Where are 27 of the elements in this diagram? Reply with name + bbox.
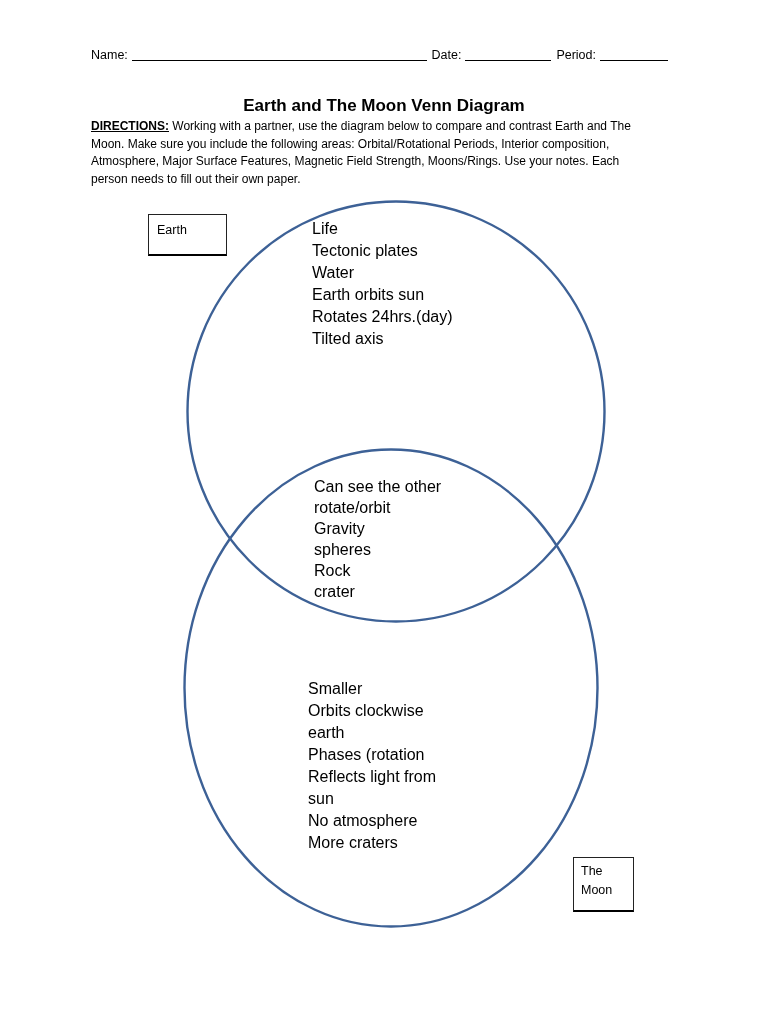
trait-text: Can see the other rotate/orbit	[314, 477, 443, 518]
label-box	[573, 857, 634, 912]
trait-text: Water	[312, 263, 356, 283]
trait-text: Tectonic plates	[312, 241, 419, 261]
trait-text: crater	[314, 582, 356, 602]
trait-text: spheres	[314, 540, 372, 560]
trait-text: No atmosphere	[308, 811, 419, 831]
label-text: Earth	[157, 222, 188, 239]
field-label: Period:	[556, 47, 596, 63]
field-label: Name:	[91, 47, 128, 63]
trait-text: Reflects light from sun	[308, 767, 438, 809]
trait-text: Earth orbits sun	[312, 285, 426, 305]
directions-text: DIRECTIONS: Working with a partner, use the diagram below to compare and contrast Earth and The Moon. Make sure you include the following areas: Orbital/Rotational Periods, Interior composition, Atmosphere, Major Surface Features, Magnetic Field Strength, Moons/Rings. Use your notes. Each person needs to fill out their own paper.	[91, 118, 632, 188]
label-text: The Moon	[581, 863, 614, 899]
trait-text: Smaller	[308, 679, 364, 699]
title: Earth and The Moon Venn Diagram	[243, 95, 525, 117]
trait-text: More craters	[308, 833, 399, 853]
trait-text: Gravity	[314, 519, 366, 539]
trait-text: Tilted axis	[312, 329, 385, 349]
label-box	[148, 214, 227, 256]
venn-circle	[186, 200, 606, 623]
trait-text: Life	[312, 219, 339, 239]
field-label: Date:	[431, 47, 462, 63]
trait-text: Phases (rotation	[308, 745, 426, 765]
trait-text: Rock	[314, 561, 352, 581]
trait-text: Rotates 24hrs.(day)	[312, 307, 454, 327]
trait-text: Orbits clockwise earth	[308, 701, 425, 743]
